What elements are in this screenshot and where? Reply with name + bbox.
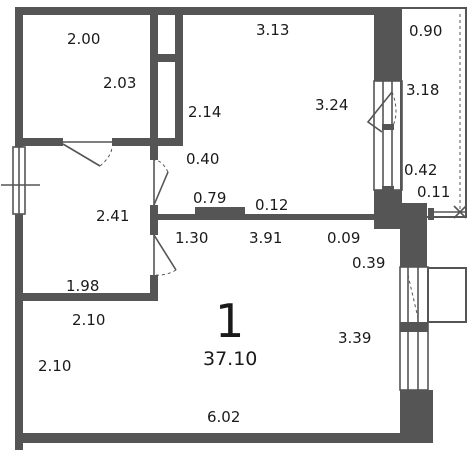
kitchen-balcony [400,7,467,220]
room-area: 37.10 [203,348,257,370]
room-door[interactable] [153,234,177,276]
dimension-room-right: 3.39 [338,329,371,347]
dimension-partition-gap: 0.40 [186,150,219,168]
dimension-wall-thickness: 0.12 [255,196,288,214]
dimension-corner-gap: 0.09 [327,229,360,247]
dimension-kitchen-right: 3.24 [315,96,348,114]
dimension-room-upper-width: 3.91 [249,229,282,247]
dimension-hall-height: 2.41 [96,207,129,225]
dimension-room-bottom: 6.02 [207,408,240,426]
left-window [1,146,40,215]
kitchen-window [366,80,403,191]
room-number: 1 [215,294,244,348]
interior-walls [23,15,374,301]
exterior-walls [15,7,433,450]
dimension-window-pier: 0.42 [404,161,437,179]
dimension-room-left-lower: 2.10 [38,357,71,375]
dimension-hall-width: 1.98 [66,277,99,295]
dimension-hall-offset: 1.30 [175,229,208,247]
wc-door[interactable] [62,141,113,167]
dimension-right-pier: 0.39 [352,254,385,272]
dimension-balcony-end: 0.11 [417,183,450,201]
dimension-wall-segment: 0.79 [193,189,226,207]
closet-door[interactable] [153,159,169,206]
dimension-labels: 2.00 2.03 2.14 3.13 3.24 0.90 3.18 0.40 0.42 0.11… [38,21,450,426]
room-balcony [427,267,467,323]
dimension-wc-height: 2.03 [103,74,136,92]
room-window [399,266,429,391]
dimension-closet-height: 2.14 [188,103,221,121]
dimension-balcony-length: 3.18 [406,81,439,99]
dimension-kitchen-top: 3.13 [256,21,289,39]
dimension-balcony-width: 0.90 [409,22,442,40]
dimension-room-left-upper: 2.10 [72,311,105,329]
dimension-wc-width: 2.00 [67,30,100,48]
